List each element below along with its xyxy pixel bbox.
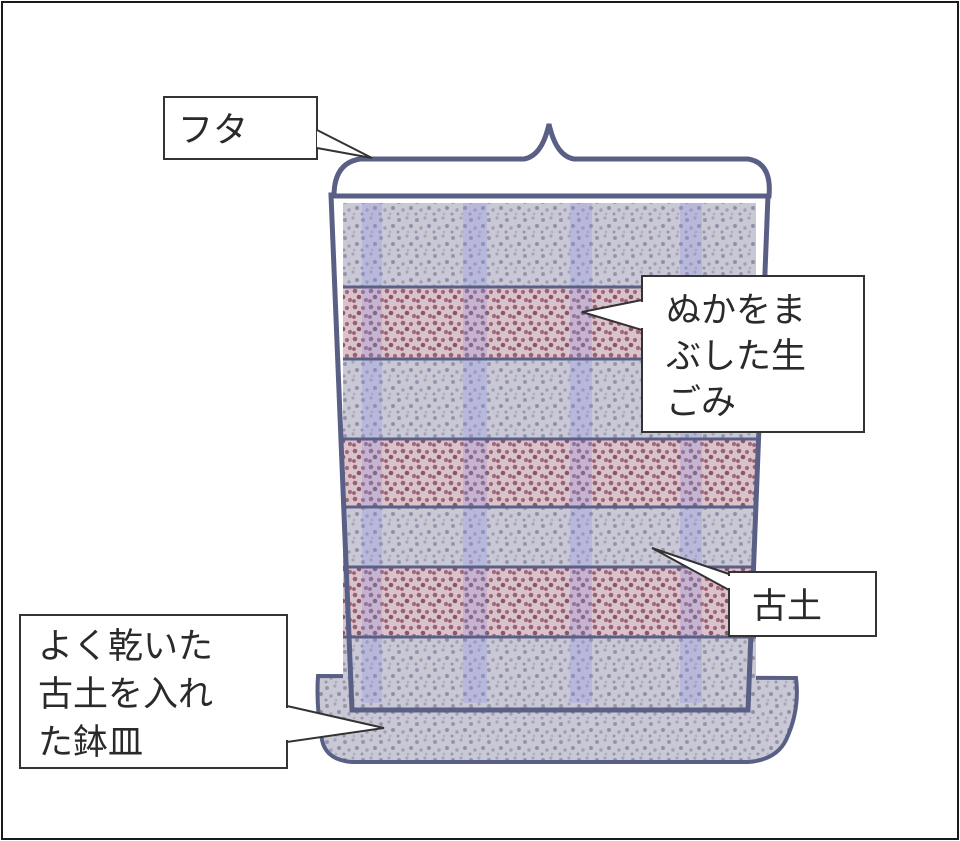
food-waste-line-3: ごみ [666,383,736,423]
saucer-line-2: 古土を入れ [38,675,213,715]
saucer-label: よく乾いた 古土を入れ た鉢皿 [38,627,224,763]
lid-shape [331,123,772,199]
food-waste-label: ぬかをま ぶした生 ごみ [666,291,817,423]
callout-saucer: よく乾いた 古土を入れ た鉢皿 [19,614,385,769]
food-waste-line-2: ぶした生 [666,337,806,377]
old-soil-label: 古土 [752,587,822,627]
layer-soil-4 [343,637,756,703]
lid-label: フタ [178,111,248,151]
saucer-line-3: た鉢皿 [38,723,143,763]
layer-soil-3 [343,507,756,567]
callout-food-waste: ぬかをま ぶした生 ごみ [581,275,865,433]
layer-soil-1 [343,203,756,287]
food-waste-line-1: ぬかをま [666,291,806,331]
layer-waste-3 [343,567,756,637]
callout-old-soil: 古土 [651,547,877,637]
callout-lid: フタ [163,96,373,160]
layer-waste-2 [343,439,756,507]
saucer-line-1: よく乾いた [38,627,213,667]
